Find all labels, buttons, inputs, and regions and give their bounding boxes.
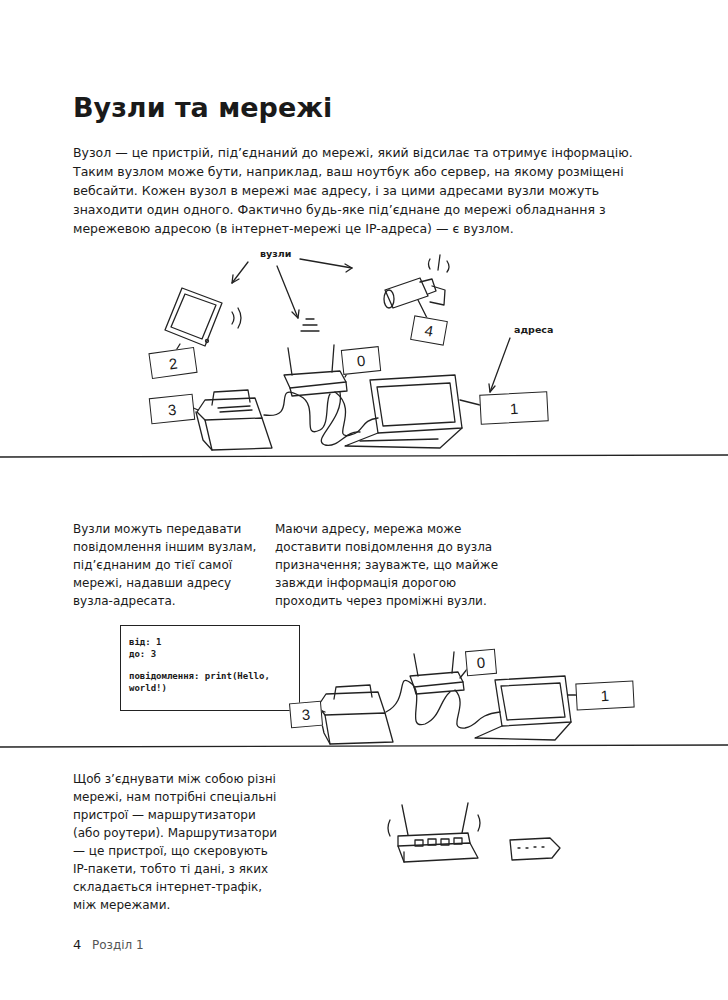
printer-drawing — [180, 390, 272, 450]
laptop-drawing — [345, 375, 480, 448]
cable — [264, 392, 330, 432]
camera-drawing — [384, 255, 449, 320]
callout-number: 0 — [356, 353, 366, 369]
address-tag: 3 — [289, 701, 323, 729]
callout-label: адреса — [512, 324, 555, 336]
chapter-label: Розділ 1 — [92, 937, 144, 953]
address-tag: 3 — [149, 394, 195, 424]
address-tag: 2 — [148, 347, 197, 379]
leader-arrows — [232, 259, 510, 392]
router-drawing — [410, 652, 464, 694]
callout-number: 2 — [168, 355, 178, 371]
message-text: повідомлення: print(Hello, world!) — [129, 670, 291, 694]
callout-number: 0 — [476, 655, 486, 671]
callout-number: 1 — [509, 400, 518, 415]
body-text: Щоб з’єднувати між собою різні мережі, н… — [73, 770, 283, 914]
address-tag: 1 — [575, 681, 634, 711]
laptop-drawing — [475, 676, 571, 740]
router-drawing — [510, 838, 560, 860]
router-drawing — [284, 319, 348, 396]
ground-line — [0, 455, 728, 457]
page-number: 4 — [73, 937, 81, 953]
address-tag: 1 — [479, 391, 548, 425]
callout-number: 3 — [167, 401, 177, 417]
router-drawing — [388, 803, 480, 862]
cable — [386, 680, 450, 724]
cable — [455, 690, 500, 728]
message-text: від: 1 до: 3 — [129, 636, 169, 660]
callout-label: вузли — [258, 248, 293, 260]
callout-number: 4 — [424, 322, 435, 338]
address-tag: 4 — [410, 315, 448, 346]
page-title: Вузли та мережі — [73, 92, 332, 123]
callout-number: 1 — [600, 688, 609, 703]
ground-line — [0, 745, 728, 747]
address-tag: 0 — [465, 649, 497, 677]
body-text: Вузол — це пристрій, під’єднаний до мере… — [73, 143, 668, 238]
body-text: Вузли можуть передавати повідомлення інш… — [73, 520, 263, 610]
address-tag: 0 — [341, 346, 381, 375]
cable — [335, 392, 378, 436]
phone-drawing — [165, 288, 241, 352]
cable — [321, 392, 360, 445]
printer-drawing — [318, 685, 393, 744]
message-box: від: 1 до: 3 повідомлення: print(Hello, w… — [120, 625, 300, 711]
callout-number: 3 — [301, 707, 311, 723]
body-text: Маючи адресу, мережа може доставити пові… — [275, 520, 505, 610]
